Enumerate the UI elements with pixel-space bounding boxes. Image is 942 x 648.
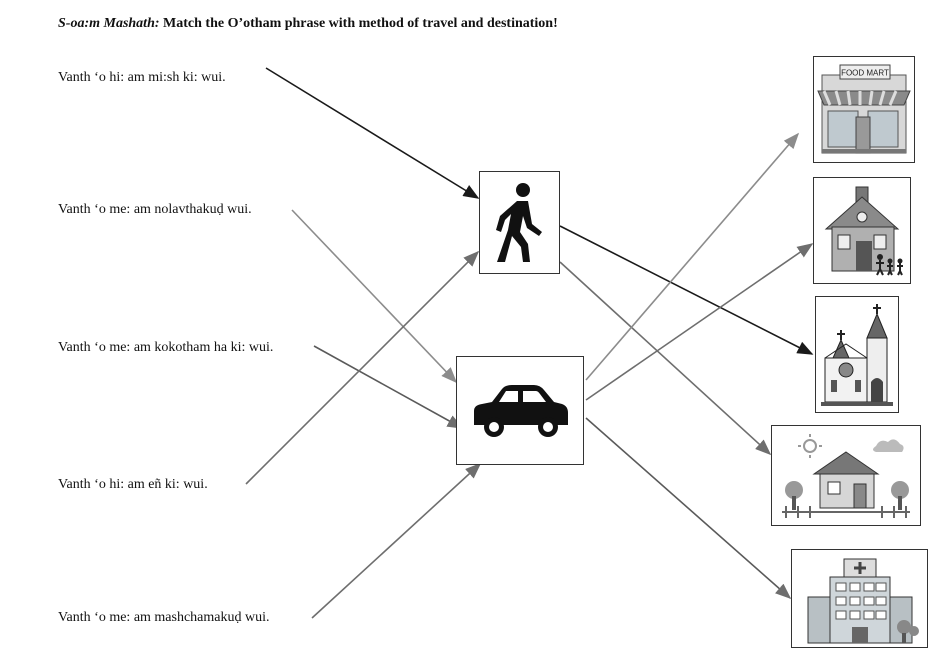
arrow-car-to-hospital: [585, 417, 792, 600]
phrase-1: Vanth ‘o hi: am mi:sh ki: wui.: [58, 70, 226, 85]
store-sign: FOOD MART: [841, 68, 889, 77]
hospital-icon: [807, 558, 919, 643]
hospital-box: [791, 549, 928, 648]
phrase-3: Vanth ‘o me: am kokotham ha ki: wui.: [58, 340, 274, 355]
title-instruction: Match the O’otham phrase with method of …: [163, 16, 558, 31]
food-mart-store-icon: FOOD MART: [817, 64, 911, 153]
arrow-phrase3-to-car: [313, 345, 464, 429]
car-box: [456, 356, 584, 465]
arrow-walk-to-church: [559, 225, 814, 355]
phrase-4: Vanth ‘o hi: am eñ ki: wui.: [58, 477, 208, 492]
phrase-2: Vanth ‘o me: am nolavthakuḍ wui.: [58, 202, 252, 217]
worksheet-title: S-oa:m Mashath: Match the O’otham phrase…: [58, 16, 558, 32]
walking-box: [479, 171, 560, 274]
arrow-phrase4-to-walk: [245, 250, 480, 485]
walking-person-icon: [495, 182, 542, 262]
title-label: S-oa:m Mashath:: [58, 16, 160, 31]
arrow-walk-to-house: [559, 261, 772, 456]
store-box: FOOD MART: [813, 56, 915, 163]
arrow-car-to-store: [585, 132, 800, 381]
house-box: [771, 425, 921, 526]
arrow-phrase2-to-car: [291, 209, 458, 384]
arrow-phrase5-to-car: [311, 462, 482, 619]
arrow-phrase1-to-walk: [265, 67, 480, 199]
church-box: [815, 296, 899, 413]
arrow-car-to-school: [585, 243, 814, 401]
school-box: [813, 177, 911, 284]
school-icon: [824, 186, 903, 275]
house-icon: [782, 433, 910, 518]
car-icon: [474, 384, 568, 437]
phrase-5: Vanth ‘o me: am mashchamakuḍ wui.: [58, 610, 270, 625]
church-icon: [821, 303, 893, 406]
